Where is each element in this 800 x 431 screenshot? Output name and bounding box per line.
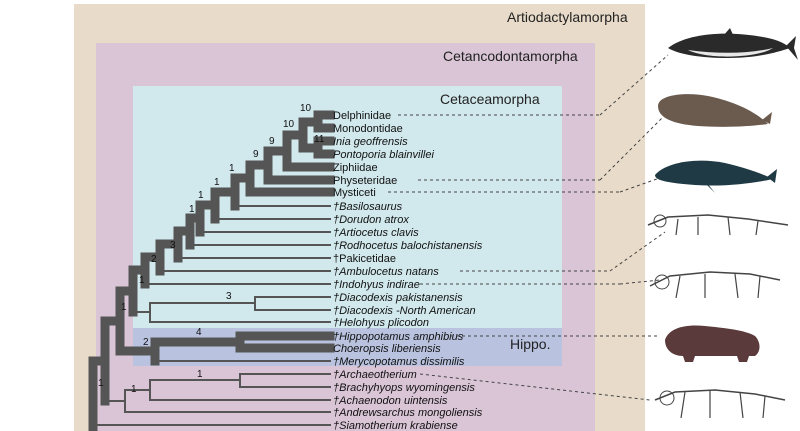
skeleton-icon <box>649 271 781 299</box>
support-value: 9 <box>269 136 275 147</box>
support-value: 1 <box>139 275 145 286</box>
hippo-label: Hippo. <box>510 336 550 352</box>
taxon-label: †Diacodexis pakistanensis <box>333 292 463 304</box>
leader-line <box>619 279 661 285</box>
support-value: 1 <box>197 369 203 380</box>
support-value: 2 <box>151 254 157 265</box>
taxon-label: †Artiocetus clavis <box>333 227 419 239</box>
taxon-label: Delphinidae <box>333 110 391 122</box>
humpback-whale-icon <box>655 160 777 193</box>
support-value: 1 <box>98 378 104 389</box>
taxon-label: †Hippopotamus amphibius <box>333 331 464 343</box>
taxon-label: †Dorudon atrox <box>333 214 409 226</box>
taxon-label: †Helohyus plicodon <box>333 317 429 329</box>
hippo-box <box>133 328 562 366</box>
skeleton-icon <box>654 389 786 419</box>
support-value: 1 <box>229 163 235 174</box>
support-value: 10 <box>300 103 312 114</box>
taxon-label: †Rodhocetus balochistanensis <box>333 240 483 252</box>
taxon-label: Inia geoffrensis <box>333 136 408 148</box>
artiodactylamorpha-label: Artiodactylamorpha <box>507 9 628 25</box>
taxon-label: †Basilosaurus <box>333 201 403 213</box>
taxon-label: †Pakicetidae <box>333 253 396 265</box>
support-value: 2 <box>143 337 149 348</box>
skeleton-icon <box>647 214 789 236</box>
taxon-label: †Diacodexis -North American <box>333 305 476 317</box>
taxon-label: Ziphiidae <box>333 162 378 174</box>
sperm-whale-icon <box>658 94 772 127</box>
taxon-label: Monodontidae <box>333 123 403 135</box>
taxon-label: †Andrewsarchus mongoliensis <box>333 407 483 419</box>
tree-branches <box>88 110 335 431</box>
leader-line <box>419 373 651 401</box>
taxon-label: †Ambulocetus natans <box>333 266 439 278</box>
support-value: 3 <box>226 291 232 302</box>
hippo-icon <box>665 325 760 362</box>
support-value: 1 <box>214 177 220 188</box>
taxon-label: Pontoporia blainvillei <box>333 149 434 161</box>
taxon-label: Mysticeti <box>333 187 376 199</box>
support-value: 1 <box>131 384 137 395</box>
support-value: 1 <box>198 190 204 201</box>
taxon-label: †Siamotherium krabiense <box>333 420 458 431</box>
taxon-label: †Merycopotamus dissimilis <box>333 356 465 368</box>
cetaceamorpha-label: Cetaceamorpha <box>440 91 540 107</box>
support-value: 4 <box>196 327 202 338</box>
dolphin-icon <box>668 28 798 60</box>
support-value: 1 <box>121 302 127 313</box>
taxon-label: †Achaenodon uintensis <box>333 395 448 407</box>
support-value: 9 <box>253 149 259 160</box>
support-value: 10 <box>283 119 295 130</box>
taxon-label: Physeteridae <box>333 175 397 187</box>
taxon-label: †Archaeotherium <box>333 369 417 381</box>
leader-line <box>609 231 666 272</box>
support-value: 1 <box>189 204 195 215</box>
taxon-label: Choeropsis liberiensis <box>333 343 441 355</box>
taxon-label: †Brachyhyops wyomingensis <box>333 382 475 394</box>
support-value: 11 <box>314 134 325 145</box>
support-value: 3 <box>170 240 176 251</box>
taxon-label: †Indohyus indirae <box>333 279 420 291</box>
cetancodontamorpha-label: Cetancodontamorpha <box>443 48 578 64</box>
